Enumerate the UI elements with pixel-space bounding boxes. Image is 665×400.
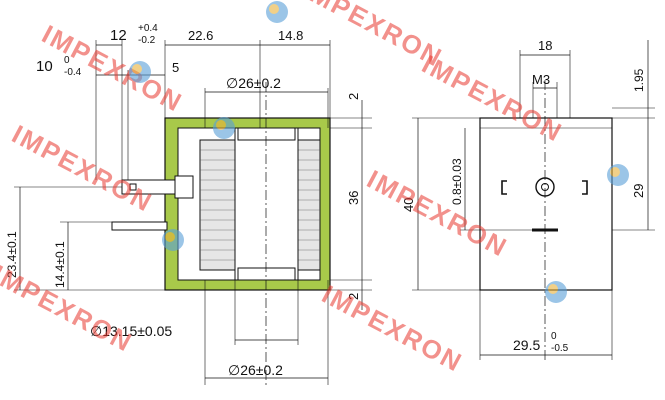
watermark-text: IMPEXRON	[317, 279, 468, 378]
connector-tab-lower	[111, 221, 168, 231]
dim-bore-top: ∅26±0.2	[226, 75, 281, 91]
front-view	[412, 40, 655, 360]
dim-29-5-tol-upper: 0	[551, 331, 557, 342]
front-housing	[479, 117, 613, 291]
globe-icon	[545, 281, 567, 303]
dim-12-tol-lower: -0.2	[138, 35, 156, 46]
dim-5: 5	[172, 60, 179, 75]
dim-12-tol-upper: +0.4	[138, 23, 158, 34]
dim-12: 12	[110, 27, 127, 44]
coil-bore	[234, 127, 299, 281]
dim-14-8: 14.8	[278, 28, 303, 43]
dim-10-tol-lower: -0.4	[64, 67, 82, 78]
dim-29-5: 29.5	[513, 337, 540, 353]
dim-m3: M3	[532, 72, 550, 87]
dim-10-tol-upper: 0	[64, 55, 70, 66]
dim-22-6: 22.6	[188, 28, 213, 43]
globe-icon	[162, 229, 184, 251]
dim-1-95: 1.95	[632, 68, 646, 92]
dim-40: 40	[401, 198, 416, 212]
dim-29-5-tol-lower: -0.5	[551, 343, 569, 354]
dim-29: 29	[631, 184, 646, 198]
watermark-text: IMPEXRON	[0, 259, 138, 358]
winding-right	[297, 139, 321, 271]
terminal-bracket-left	[501, 180, 507, 195]
dim-bottom-gap: 2	[346, 293, 361, 300]
dim-36: 36	[346, 191, 361, 205]
globe-icon	[266, 1, 288, 23]
dim-bore-bottom: ∅26±0.2	[228, 362, 283, 378]
watermark-text: IMPEXRON	[7, 119, 158, 218]
dim-inner-bore: ∅13.15±0.05	[90, 323, 172, 339]
side-view	[14, 40, 372, 385]
dim-10: 10	[36, 58, 53, 75]
globe-icon	[607, 164, 629, 186]
dim-0-8: 0.8±0.03	[450, 158, 464, 205]
dim-top-gap: 2	[346, 93, 361, 100]
winding-left	[199, 139, 236, 271]
globe-icon	[129, 61, 151, 83]
terminal-bracket-right	[582, 180, 588, 195]
dim-23-4: 23.4±0.1	[5, 231, 19, 278]
dim-18: 18	[538, 38, 552, 53]
dim-14-4: 14.4±0.1	[53, 241, 67, 288]
globe-icon	[213, 117, 235, 139]
